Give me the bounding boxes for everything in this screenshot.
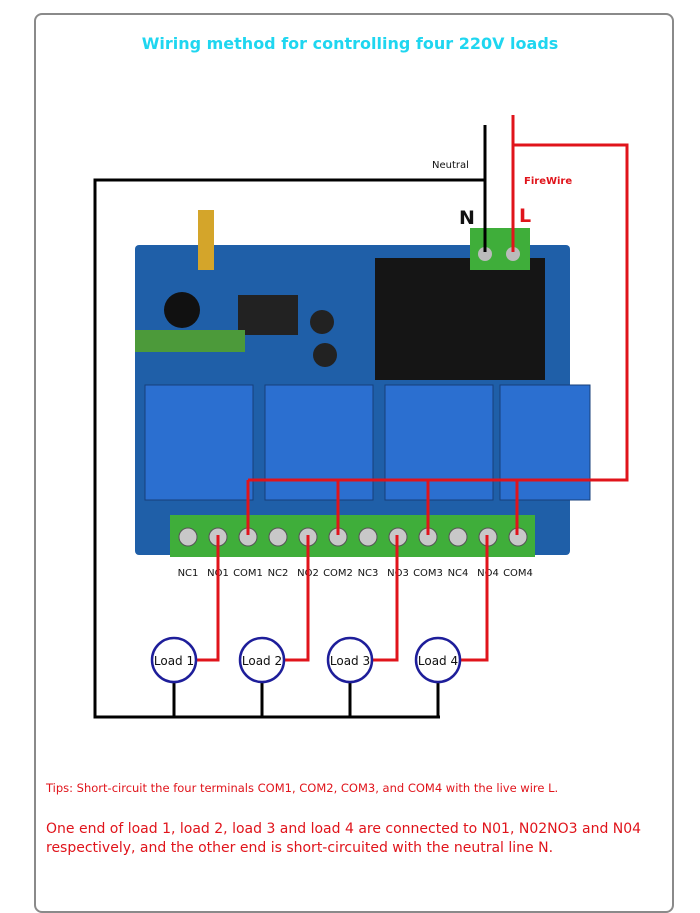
load-2-label: Load 2 bbox=[242, 654, 282, 668]
load-3-label: Load 3 bbox=[330, 654, 370, 668]
relay-4 bbox=[499, 384, 591, 501]
terminal-screw bbox=[178, 527, 198, 547]
output-terminal-block bbox=[170, 515, 535, 557]
terminal-label: NC3 bbox=[358, 568, 379, 579]
power-terminal bbox=[470, 228, 530, 270]
chip bbox=[238, 295, 298, 335]
load-1-symbol bbox=[150, 636, 198, 684]
terminal-label: COM3 bbox=[413, 568, 443, 579]
diagram-title: Wiring method for controlling four 220V … bbox=[141, 34, 559, 53]
buzzer bbox=[164, 292, 200, 328]
tip-text: Tips: Short-circuit the four terminals C… bbox=[46, 781, 559, 795]
relay-2 bbox=[264, 384, 374, 501]
no4-wire bbox=[460, 535, 489, 662]
load-4-symbol bbox=[414, 636, 462, 684]
screw bbox=[506, 247, 520, 261]
terminal-label: COM1 bbox=[233, 568, 263, 579]
neutral-label: Neutral bbox=[432, 160, 469, 171]
capacitor bbox=[310, 310, 334, 334]
no3-wire bbox=[372, 535, 399, 662]
power-module bbox=[375, 258, 545, 380]
load-1-label: Load 1 bbox=[154, 654, 194, 668]
rf-module bbox=[135, 330, 245, 352]
load-4-label: Load 4 bbox=[418, 654, 458, 668]
terminal-label: COM2 bbox=[323, 568, 353, 579]
note-text: One end of load 1, load 2, load 3 and lo… bbox=[46, 821, 642, 856]
capacitor bbox=[313, 343, 337, 367]
load-3-symbol bbox=[326, 636, 374, 684]
terminal-label: NC4 bbox=[448, 568, 469, 579]
antenna-connector bbox=[198, 210, 214, 270]
relay-3 bbox=[384, 384, 494, 501]
no1-wire bbox=[196, 535, 220, 662]
terminal-label: NC1 bbox=[178, 568, 199, 579]
terminal-screw bbox=[358, 527, 378, 547]
terminal-label: COM4 bbox=[503, 568, 533, 579]
terminal-label: NC2 bbox=[268, 568, 289, 579]
firewire-label: FireWire bbox=[524, 176, 572, 187]
screw bbox=[478, 247, 492, 261]
no2-wire bbox=[284, 535, 310, 662]
terminal-screw bbox=[268, 527, 288, 547]
neutral-bus bbox=[93, 178, 485, 719]
n-label: N bbox=[459, 207, 475, 229]
l-label: L bbox=[519, 205, 531, 227]
relay-1 bbox=[144, 384, 254, 501]
load-2-symbol bbox=[238, 636, 286, 684]
live-bus bbox=[248, 143, 629, 482]
terminal-screw bbox=[448, 527, 468, 547]
